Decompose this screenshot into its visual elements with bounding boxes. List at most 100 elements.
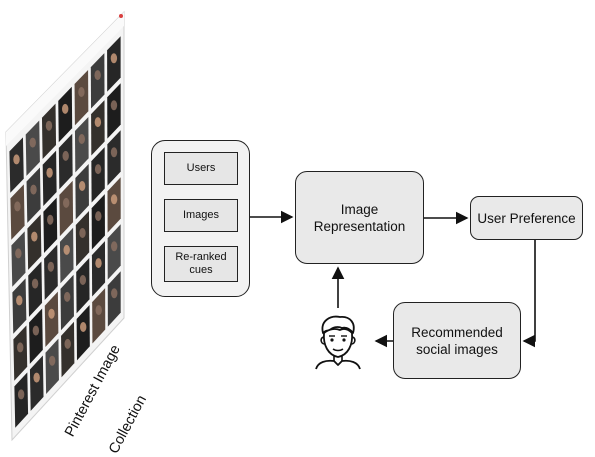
collage-tile [107,83,121,139]
collage-tile-face [29,137,36,148]
collage-tile-face [78,87,85,98]
collage-tile [74,116,89,173]
collage-tile [76,257,90,314]
reranked-cues-label: Re-ranked cues [175,251,227,276]
recommended-images-label: Recommended social images [411,324,503,357]
collage-tile-face [94,117,102,128]
collage-tile-face [48,308,55,319]
collage-tile-face [48,355,56,366]
collage-tile [107,224,121,280]
collage-tile-face [110,241,118,252]
collage-tile [61,321,75,378]
collage-tile [9,137,24,193]
collage-tile-face [62,197,70,208]
collage-tile-face [46,167,53,178]
collage-tile [41,103,57,160]
users-box: Users [164,152,238,185]
collage-tile [14,372,29,428]
collage-tile [59,180,74,237]
collage-tile [60,274,74,331]
collage-tile-face [31,231,38,242]
pinterest-collection-image [5,10,125,442]
input-container: Users Images Re-ranked cues [151,140,250,297]
collage-tile-face [110,100,118,111]
collage-tile-face [110,53,118,64]
collage-tile-face [47,261,55,272]
collage-tile-face [79,275,87,286]
collage-tile-face [62,150,69,161]
reranked-cues-box: Re-ranked cues [164,246,238,282]
images-box: Images [164,199,238,232]
collage-tile-face [33,372,40,383]
collage-tile [76,304,90,361]
collage-tile [107,177,121,233]
collage-tile-face [110,194,118,205]
collage-tile [92,288,106,344]
collage-tile-face [63,244,70,255]
image-representation-label: Image Representation [313,201,406,234]
collage-tile-face [30,184,37,195]
user-preference-box: User Preference [470,196,583,240]
collage-tile-face [47,214,54,225]
collage-tile [12,278,27,334]
collage-tile [25,120,40,176]
collage-tile-face [13,154,20,165]
collage-tile-face [78,134,85,145]
collage-tile [44,291,59,348]
collage-tile [59,227,74,284]
collage-tile-face [63,291,71,302]
collage-tile [28,261,43,317]
users-label: Users [186,162,216,174]
collage-tile [58,86,73,143]
collage-tile [107,130,121,186]
collage-tile [58,133,73,190]
collage-tile-face [61,103,69,114]
collage-tile [45,338,59,395]
collage-tile [10,184,25,240]
collage-tile-face [95,211,102,222]
images-label: Images [182,209,220,221]
collage-tile-face [95,305,102,316]
collage-tile-face [15,248,22,259]
collage-tile-face [94,164,102,175]
collage-tile [42,150,57,207]
collage-tile [44,244,58,301]
collage-tile [29,308,43,364]
collage-tile-face [16,295,23,306]
collage-tile [43,197,58,254]
collage-tile-face [79,228,86,239]
collage-tile [11,231,26,287]
collage-tile [91,241,106,297]
collage-tile-face [45,120,53,131]
collage-tile-face [14,201,21,212]
collage-tile-face [64,338,71,349]
collage-tile-face [32,325,40,336]
collage-tile [29,355,44,411]
collage-tile-face [110,147,118,158]
arrow-preference-to-recommended [522,240,536,348]
recommended-images-box: Recommended social images [393,302,521,379]
collage-tile-face [94,70,101,81]
collage-tile [75,210,90,267]
collage-tile-face [78,181,86,192]
collage-tile [107,36,121,92]
collage-tile-face [95,258,102,269]
collage-tile [13,325,28,381]
collage-tile [91,194,105,250]
image-representation-box: Image Representation [295,171,424,264]
collage-tile [27,214,42,270]
collage-tile-face [17,389,25,400]
collage-tile [90,53,105,109]
user-preference-label: User Preference [477,210,576,226]
collage-tile-face [17,342,24,353]
collage-tile-face [31,278,39,289]
collage-tile [91,147,105,203]
collage-tile [107,271,121,327]
collage-tile [26,167,41,223]
collage-tile [74,69,89,126]
collage-tile-face [111,288,118,299]
collage-tile [91,100,105,156]
user-face-icon [315,315,361,370]
collage-tile-face [80,322,87,333]
